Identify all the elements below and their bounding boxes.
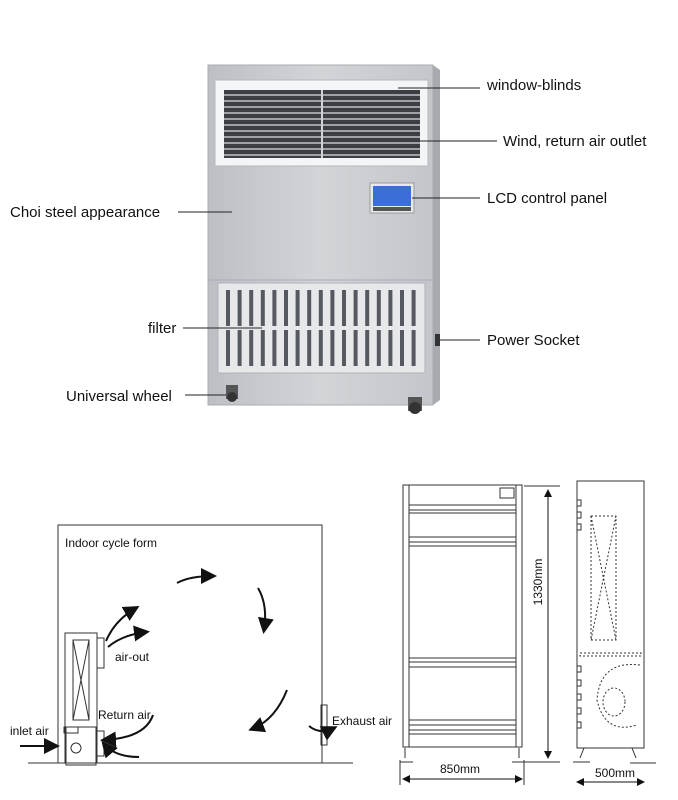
air-out-label: air-out — [115, 650, 150, 664]
filter-slot — [411, 290, 416, 326]
cycle-title: Indoor cycle form — [65, 536, 158, 550]
callout-lcd-panel: LCD control panel — [487, 190, 608, 207]
filter-slot — [411, 330, 416, 366]
filter-slot — [318, 330, 323, 366]
filter-slot — [237, 290, 242, 326]
filter-slot — [330, 330, 335, 366]
filter-slot — [260, 330, 265, 366]
filter-slot — [226, 330, 230, 366]
louver-vent — [214, 79, 429, 167]
inlet-air-label: inlet air — [10, 724, 49, 738]
filter-slot — [330, 290, 335, 326]
width-dimension: 850mm — [440, 762, 481, 776]
lcd-control-panel — [369, 182, 415, 214]
filter-slot — [307, 290, 312, 326]
depth-dimension: 500mm — [595, 766, 636, 780]
filter-slot — [272, 290, 277, 326]
filter-slot — [295, 290, 300, 326]
filter-slot — [237, 330, 242, 366]
filter-slot — [388, 290, 393, 326]
filter-slot — [400, 330, 404, 366]
filter-slot — [365, 290, 370, 326]
universal-wheel-icon — [226, 385, 422, 414]
height-dimension: 1330mm — [531, 558, 545, 606]
filter-slot — [400, 290, 404, 326]
callout-lines — [178, 87, 497, 396]
filter-slot — [365, 330, 370, 366]
callout-steel-appearance: Choi steel appearance — [10, 204, 161, 221]
filter-slot — [342, 330, 346, 366]
callout-air-outlet: Wind, return air outlet — [503, 133, 647, 150]
filter-slot — [249, 330, 254, 366]
callout-universal-wheel: Universal wheel — [66, 388, 172, 405]
filter-slot — [272, 330, 277, 366]
filter-slot — [388, 330, 393, 366]
filter-slot — [226, 290, 230, 326]
filter-slot — [249, 290, 254, 326]
filter-slot — [376, 290, 381, 326]
filter-slot — [376, 330, 381, 366]
air-purifier-cabinet — [207, 64, 440, 414]
return-air-label: Return air — [98, 708, 151, 722]
filter-slot — [353, 290, 358, 326]
filter-slot — [342, 290, 346, 326]
callout-power-socket: Power Socket — [487, 332, 580, 349]
filter-slot — [260, 290, 265, 326]
indoor-cycle-diagram — [20, 524, 353, 766]
exhaust-air-label: Exhaust air — [332, 714, 393, 728]
front-view-drawing — [399, 484, 560, 785]
filter-slot — [307, 330, 312, 366]
callout-filter: filter — [148, 320, 177, 337]
filter-slot — [295, 330, 300, 366]
filter-slot — [318, 290, 323, 326]
side-view-drawing — [573, 480, 656, 786]
power-socket — [435, 334, 440, 346]
filter-slot — [284, 290, 288, 326]
callout-window-blinds: window-blinds — [487, 77, 582, 94]
filter-slot — [353, 330, 358, 366]
filter-slot — [284, 330, 288, 366]
